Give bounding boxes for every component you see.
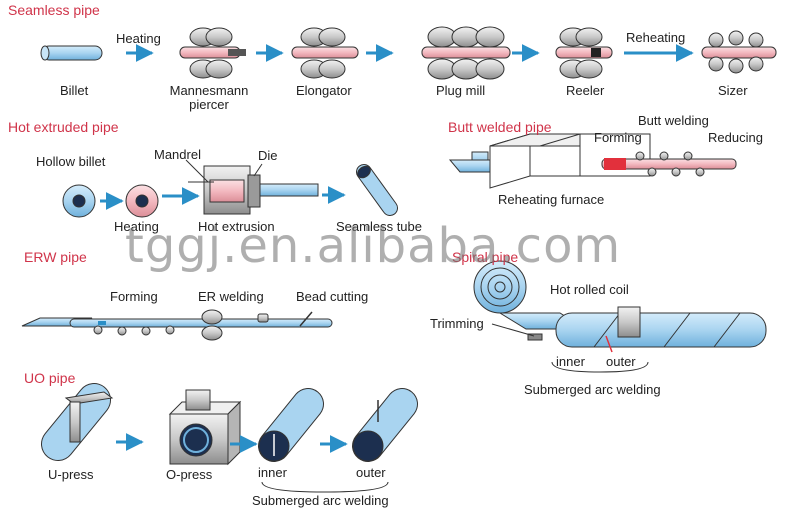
label-sizer: Sizer xyxy=(718,83,748,98)
uo-pipe-inner xyxy=(258,388,324,462)
elongator xyxy=(291,27,359,79)
heated-billet xyxy=(125,184,159,218)
label-reheating: Reheating xyxy=(626,30,686,45)
watermark: tggj.en.alibaba.com xyxy=(125,218,622,274)
label-elongator: Elongator xyxy=(296,83,352,98)
uo-saw-brace xyxy=(261,481,389,493)
label-bead-cutting: Bead cutting xyxy=(296,289,369,304)
label-butt-welding: Butt welding xyxy=(638,113,709,128)
label-seamless-tube: Seamless tube xyxy=(336,219,422,234)
butt-weld-line xyxy=(601,151,737,177)
sizer xyxy=(701,30,777,74)
section-title-hot-extruded: Hot extruded pipe xyxy=(8,119,119,135)
spiral-pipe xyxy=(527,306,767,353)
label-mandrel: Mandrel xyxy=(154,147,201,162)
section-title-erw: ERW pipe xyxy=(24,249,87,265)
label-hot-rolled-coil: Hot rolled coil xyxy=(550,282,629,297)
trimming-leader xyxy=(491,323,535,337)
mannesmann-piercer xyxy=(179,27,246,79)
section-title-seamless: Seamless pipe xyxy=(8,2,100,18)
label-er-welding: ER welding xyxy=(198,289,264,304)
hollow-billet xyxy=(62,184,96,218)
label-mannesmann-piercer: Mannesmann piercer xyxy=(169,83,249,112)
label-spiral-saw: Submerged arc welding xyxy=(524,382,661,397)
label-hollow-billet: Hollow billet xyxy=(36,154,106,169)
hot-rolled-coil xyxy=(473,260,587,330)
label-reducing: Reducing xyxy=(708,130,763,145)
extrusion-press xyxy=(188,165,319,215)
label-forming-erw: Forming xyxy=(110,289,158,304)
spiral-saw-brace xyxy=(551,361,649,373)
label-heating: Heating xyxy=(116,31,161,46)
section-title-butt-welded: Butt welded pipe xyxy=(448,119,552,135)
label-uo-inner: inner xyxy=(258,465,287,480)
label-spiral-outer: outer xyxy=(606,354,636,369)
label-plug-mill: Plug mill xyxy=(436,83,486,98)
label-u-press: U-press xyxy=(48,467,94,482)
seamless-tube xyxy=(356,164,398,216)
label-reeler: Reeler xyxy=(566,83,605,98)
label-heating-extruded: Heating xyxy=(114,219,159,234)
reheating-furnace xyxy=(448,133,651,189)
die-leader xyxy=(253,163,263,177)
label-hot-extrusion: Hot extrusion xyxy=(198,219,275,234)
label-reheating-furnace: Reheating furnace xyxy=(498,192,605,207)
seamless-billet xyxy=(40,45,103,61)
reeler xyxy=(555,27,613,79)
label-uo-outer: outer xyxy=(356,465,386,480)
label-spiral-inner: inner xyxy=(556,354,585,369)
label-o-press: O-press xyxy=(166,467,213,482)
label-billet: Billet xyxy=(60,83,89,98)
label-die: Die xyxy=(258,148,278,163)
label-uo-saw: Submerged arc welding xyxy=(252,493,389,508)
label-trimming: Trimming xyxy=(430,316,484,331)
o-press xyxy=(168,389,242,466)
u-press xyxy=(41,383,114,461)
section-title-spiral: Spiral pipe xyxy=(452,249,519,265)
label-forming-butt: Forming xyxy=(594,130,642,145)
uo-pipe-outer xyxy=(352,388,418,462)
plug-mill xyxy=(421,26,511,80)
mandrel-leader xyxy=(185,159,209,183)
section-title-uo: UO pipe xyxy=(24,370,76,386)
erw-line xyxy=(21,309,333,341)
